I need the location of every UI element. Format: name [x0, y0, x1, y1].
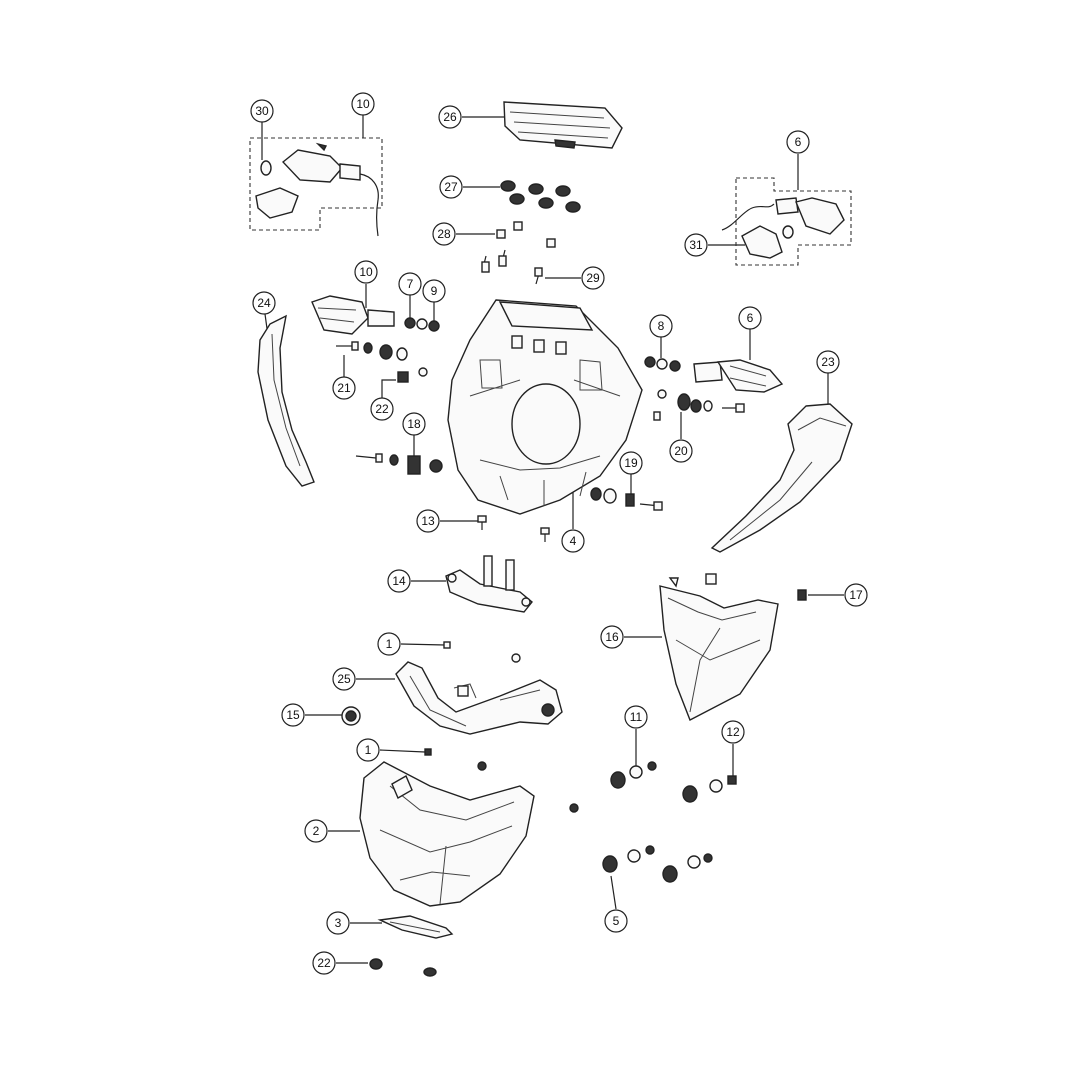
- nuts-washers-right: [602, 761, 737, 883]
- fasteners-right: [590, 389, 745, 511]
- kit-box-right: [735, 177, 852, 266]
- turn-signal-right: [693, 359, 784, 393]
- callout-30: 30: [250, 99, 274, 123]
- washers-7-9: [404, 317, 440, 332]
- callout-12: 12: [721, 720, 745, 744]
- svg-text:1: 1: [386, 637, 393, 651]
- svg-text:4: 4: [570, 534, 577, 548]
- screws-part: [481, 221, 556, 285]
- svg-text:12: 12: [726, 725, 740, 739]
- svg-text:17: 17: [849, 588, 863, 602]
- svg-text:18: 18: [407, 417, 421, 431]
- screw-1: [424, 641, 579, 813]
- turn-signal-kit-left: [255, 142, 379, 237]
- svg-text:6: 6: [795, 135, 802, 149]
- callout-5: 5: [604, 909, 628, 933]
- callout-17: 17: [844, 583, 868, 607]
- instrument-cluster-part: [503, 101, 623, 149]
- callout-13: 13: [416, 509, 440, 533]
- callout-18: 18: [402, 412, 426, 436]
- svg-text:7: 7: [407, 277, 414, 291]
- svg-text:29: 29: [586, 271, 600, 285]
- callout-26: 26: [438, 105, 462, 129]
- callout-4: 4: [561, 529, 585, 553]
- svg-text:24: 24: [257, 296, 271, 310]
- svg-text:3: 3: [335, 916, 342, 930]
- callout-2: 2: [304, 819, 328, 843]
- callout-31: 31: [684, 233, 708, 257]
- nut-15: [341, 706, 361, 726]
- svg-text:26: 26: [443, 110, 457, 124]
- svg-text:2: 2: [313, 824, 320, 838]
- callout-28: 28: [432, 222, 456, 246]
- callout-27: 27: [439, 175, 463, 199]
- svg-text:23: 23: [821, 355, 835, 369]
- svg-text:25: 25: [337, 672, 351, 686]
- svg-text:21: 21: [337, 381, 351, 395]
- svg-text:20: 20: [674, 444, 688, 458]
- svg-text:11: 11: [630, 710, 643, 724]
- callout-14: 14: [387, 569, 411, 593]
- svg-text:9: 9: [431, 284, 438, 298]
- headlight-housing-16: [659, 573, 807, 721]
- washers-8: [644, 356, 681, 372]
- grommets-part: [500, 180, 581, 213]
- svg-text:22: 22: [375, 402, 389, 416]
- side-trim-left: [257, 314, 315, 487]
- svg-text:10: 10: [356, 97, 370, 111]
- callout-6: 6: [786, 130, 810, 154]
- callout-25: 25: [332, 667, 356, 691]
- lower-bracket-25: [395, 661, 563, 735]
- svg-text:10: 10: [359, 265, 373, 279]
- callout-23: 23: [816, 350, 840, 374]
- side-trim-right: [710, 403, 853, 553]
- fasteners-left: [336, 341, 443, 475]
- callout-29: 29: [581, 266, 605, 290]
- svg-text:13: 13: [421, 514, 435, 528]
- callout-24: 24: [252, 291, 276, 315]
- callout-19: 19: [619, 451, 643, 475]
- headlight-bracket-frame: [447, 299, 643, 515]
- callout-22: 22: [370, 397, 394, 421]
- svg-text:31: 31: [689, 238, 703, 252]
- svg-text:5: 5: [613, 914, 620, 928]
- svg-text:27: 27: [444, 180, 458, 194]
- svg-text:16: 16: [605, 630, 619, 644]
- callout-16: 16: [600, 625, 624, 649]
- svg-text:6: 6: [747, 311, 754, 325]
- screw-13: [477, 515, 550, 542]
- svg-text:8: 8: [658, 319, 665, 333]
- svg-text:14: 14: [392, 574, 406, 588]
- svg-text:1: 1: [365, 743, 372, 757]
- callout-10: 10: [351, 92, 375, 116]
- svg-text:19: 19: [624, 456, 638, 470]
- callout-10-mid: 10: [354, 260, 378, 284]
- svg-text:15: 15: [286, 708, 300, 722]
- callout-22-bottom: 22: [312, 951, 336, 975]
- headlight-2: [359, 761, 535, 907]
- turn-signal-left: [311, 295, 395, 335]
- svg-text:30: 30: [255, 104, 269, 118]
- callout-8: 8: [649, 314, 673, 338]
- callout-1-lower: 1: [356, 738, 380, 762]
- bracket-14: [445, 555, 533, 613]
- callout-9: 9: [422, 279, 446, 303]
- svg-text:22: 22: [317, 956, 331, 970]
- clip-22: [369, 958, 437, 977]
- callout-7: 7: [398, 272, 422, 296]
- callout-20: 20: [669, 439, 693, 463]
- leader-lines: [261, 115, 844, 964]
- callout-3: 3: [326, 911, 350, 935]
- turn-signal-kit-right: [721, 197, 845, 259]
- callout-21: 21: [332, 376, 356, 400]
- callout-6-mid: 6: [738, 306, 762, 330]
- callout-11: 11: [624, 705, 648, 729]
- callout-1: 1: [377, 632, 401, 656]
- trim-3: [377, 915, 454, 939]
- callout-15: 15: [281, 703, 305, 727]
- svg-text:28: 28: [437, 227, 451, 241]
